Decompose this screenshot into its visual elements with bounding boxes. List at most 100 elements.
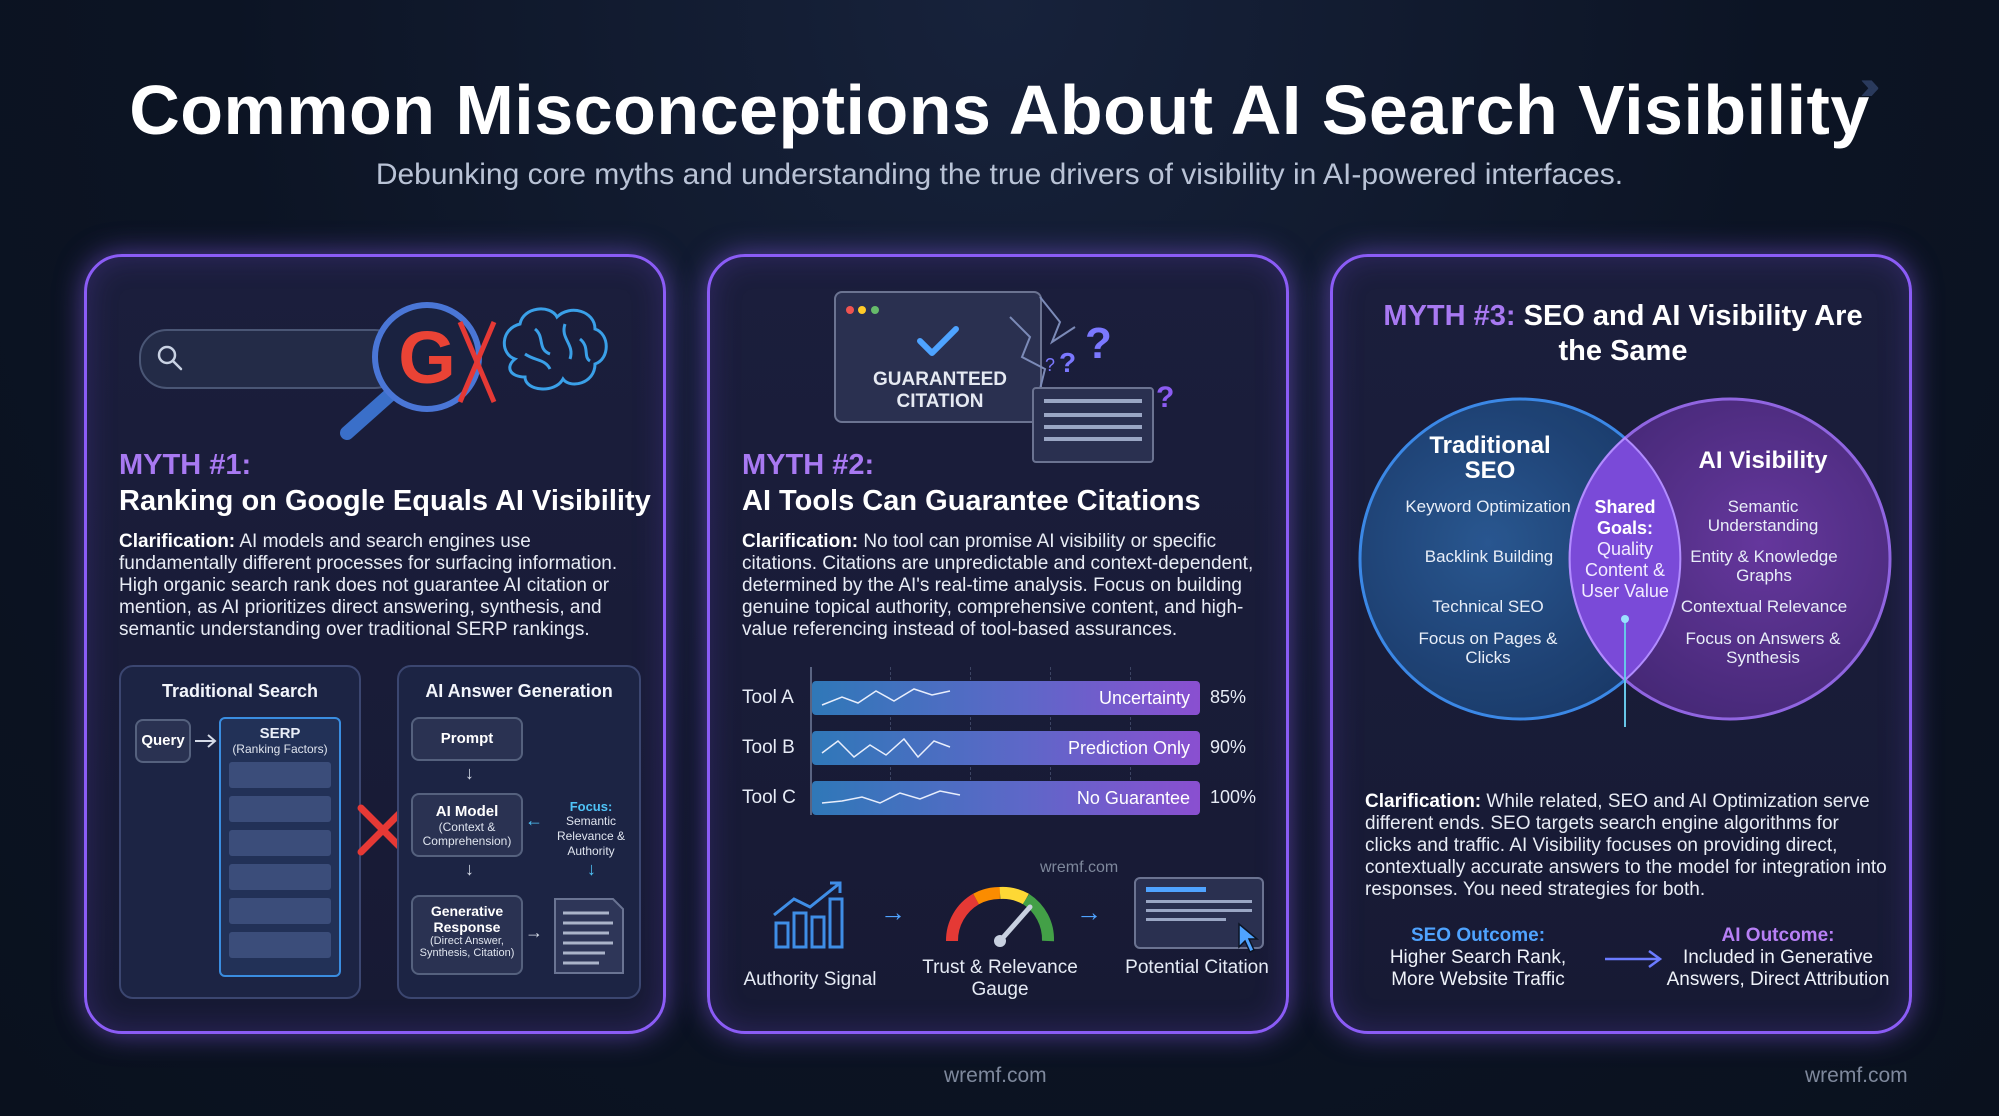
tool-b-bar: Prediction Only [812, 731, 1200, 765]
guaranteed-citation-window: GUARANTEED CITATION [834, 291, 1042, 423]
tool-b-percent: 90% [1210, 737, 1247, 757]
ai-item: Contextual Relevance [1680, 597, 1848, 616]
seo-outcome-label: SEO Outcome: [1410, 925, 1546, 946]
seo-item: Keyword Optimization [1405, 497, 1571, 516]
ai-item: Focus on Answers & Synthesis [1685, 629, 1841, 667]
myth-1-clarification: Clarification: AI models and search engi… [119, 531, 644, 641]
badge-line-1: GUARANTEED [872, 369, 1008, 390]
tool-a-percent: 85% [1210, 687, 1247, 707]
venn-diagram [1358, 397, 1892, 727]
serp-column: SERP (Ranking Factors) [219, 717, 341, 977]
myth-3-clarification: Clarification: While related, SEO and AI… [1365, 791, 1890, 901]
window-dots [846, 301, 879, 319]
myth-2-title: AI Tools Can Guarantee Citations [742, 485, 1201, 517]
myth-1-number: MYTH #1: [119, 449, 252, 481]
seo-item: Backlink Building [1424, 547, 1554, 566]
clarification-label: Clarification: [119, 531, 236, 552]
tool-c-bar: No Guarantee [812, 781, 1200, 815]
arrow-right-icon: → [1076, 897, 1102, 927]
myth-3-card: MYTH #3: SEO and AI Visibility Are the S… [1330, 254, 1912, 1034]
myth-2-number: MYTH #2: [742, 449, 875, 481]
tool-a-bar-label: Uncertainty [1098, 688, 1190, 708]
ai-item: Semantic Understanding [1707, 497, 1819, 535]
tool-b-bar-label: Prediction Only [1067, 738, 1190, 758]
myth-1-card: G MYTH #1: Ranking on Google Equals AI V… [84, 254, 666, 1034]
sparkline-icon [821, 737, 951, 759]
svg-text:G: G [398, 316, 456, 399]
myth-3-heading: MYTH #3: SEO and AI Visibility Are the S… [1373, 299, 1873, 369]
serp-result [229, 762, 331, 788]
serp-result [229, 898, 331, 924]
seo-outcome-text: Higher Search Rank, More Website Traffic [1389, 947, 1567, 990]
myth-3-number: MYTH #3: [1383, 300, 1516, 332]
arrow-right-icon [195, 734, 217, 748]
authority-signal-icon [773, 881, 844, 949]
response-label: Generative Response [430, 903, 504, 935]
broken-document [1032, 387, 1154, 463]
shared-goals-label: Shared Goals: [1594, 497, 1656, 538]
ai-outcome-text: Included in Generative Answers, Direct A… [1666, 947, 1890, 990]
crack-icon [1009, 296, 1076, 398]
seo-circle-title: Traditional SEO [1429, 432, 1551, 484]
ai-model-label: AI Model [435, 803, 499, 820]
myth-2-clarification: Clarification: No tool can promise AI vi… [742, 531, 1267, 641]
serp-results [221, 756, 339, 964]
serp-result [229, 864, 331, 890]
arrow-down-icon: ↓ [587, 859, 596, 879]
page-subtitle: Debunking core myths and understanding t… [375, 158, 1624, 191]
ai-item: Entity & Knowledge Graphs [1690, 547, 1838, 585]
clarification-text: No tool can promise AI visibility or spe… [742, 531, 1254, 640]
badge-line-2: CITATION [896, 391, 984, 412]
chevrons-decoration: ››› [1860, 64, 1880, 108]
myth-1-title: Ranking on Google Equals AI Visibility [119, 485, 651, 517]
question-mark-icon: ? [1085, 319, 1112, 368]
focus-label: Focus: [569, 799, 613, 814]
document-icon [554, 898, 624, 974]
response-sublabel: (Direct Answer, Synthesis, Citation) [419, 935, 515, 959]
search-icon [157, 345, 183, 371]
prompt-box: Prompt [411, 717, 523, 761]
question-mark-icon: ? [1156, 381, 1175, 414]
ai-outcome-label: AI Outcome: [1721, 925, 1835, 946]
tool-a-label: Tool A [742, 687, 794, 708]
serp-label: SERP [259, 725, 301, 742]
shared-goals-text: Quality Content & User Value [1581, 539, 1669, 601]
checkmark-icon [917, 326, 959, 356]
ai-answer-panel: AI Answer Generation Prompt ↓ AI Model (… [397, 665, 641, 999]
ai-model-box: AI Model (Context & Comprehension) [411, 793, 523, 857]
arrow-left-icon: ← [525, 810, 543, 830]
myth-2-card: GUARANTEED CITATION ? ? ? ? MYTH #2: AI … [707, 254, 1289, 1034]
gauge-caption: Trust & Relevance Gauge [922, 957, 1078, 1000]
search-bar-illustration [139, 329, 403, 389]
google-magnifier-icon: G [340, 302, 482, 440]
ai-model-sublabel: (Context & Comprehension) [422, 820, 512, 848]
cursor-icon [1238, 922, 1260, 954]
arrow-down-icon: ↓ [465, 859, 474, 879]
chart-axis [810, 667, 812, 815]
seo-item: Focus on Pages & Clicks [1418, 629, 1558, 667]
tool-chart: Tool A Uncertainty 85% Tool B Prediction… [742, 667, 1272, 817]
generative-response-box: Generative Response (Direct Answer, Synt… [411, 895, 523, 975]
serp-sublabel: (Ranking Factors) [232, 742, 328, 756]
ai-answer-title: AI Answer Generation [425, 681, 613, 701]
focus-note: Focus: Semantic Relevance & Authority [549, 799, 633, 859]
gauge-icon [945, 886, 1054, 947]
serp-result [229, 932, 331, 958]
sparkline-icon [821, 688, 951, 706]
query-box: Query [135, 719, 191, 763]
sparkline-icon [821, 790, 961, 804]
footer-watermark-right: wremf.com [1805, 1064, 1908, 1087]
shared-goals: Shared Goals: Quality Content & User Val… [1569, 497, 1681, 602]
inline-watermark: wremf.com [1040, 859, 1119, 876]
arrow-right-icon: → [525, 922, 543, 942]
tool-a-bar: Uncertainty [812, 681, 1200, 715]
tool-c-percent: 100% [1210, 787, 1257, 807]
tool-c-bar-label: No Guarantee [1076, 788, 1190, 808]
arrow-right-icon: → [880, 897, 906, 927]
myth-3-title: SEO and AI Visibility Are the Same [1523, 300, 1863, 367]
traditional-search-panel: Traditional Search Query SERP (Ranking F… [119, 665, 361, 999]
seo-item: Technical SEO [1432, 597, 1544, 616]
clarification-text: While related, SEO and AI Optimization s… [1365, 791, 1887, 900]
seo-outcome: SEO Outcome: Higher Search Rank, More We… [1373, 925, 1583, 991]
footer-watermark-center: wremf.com [944, 1064, 1047, 1087]
